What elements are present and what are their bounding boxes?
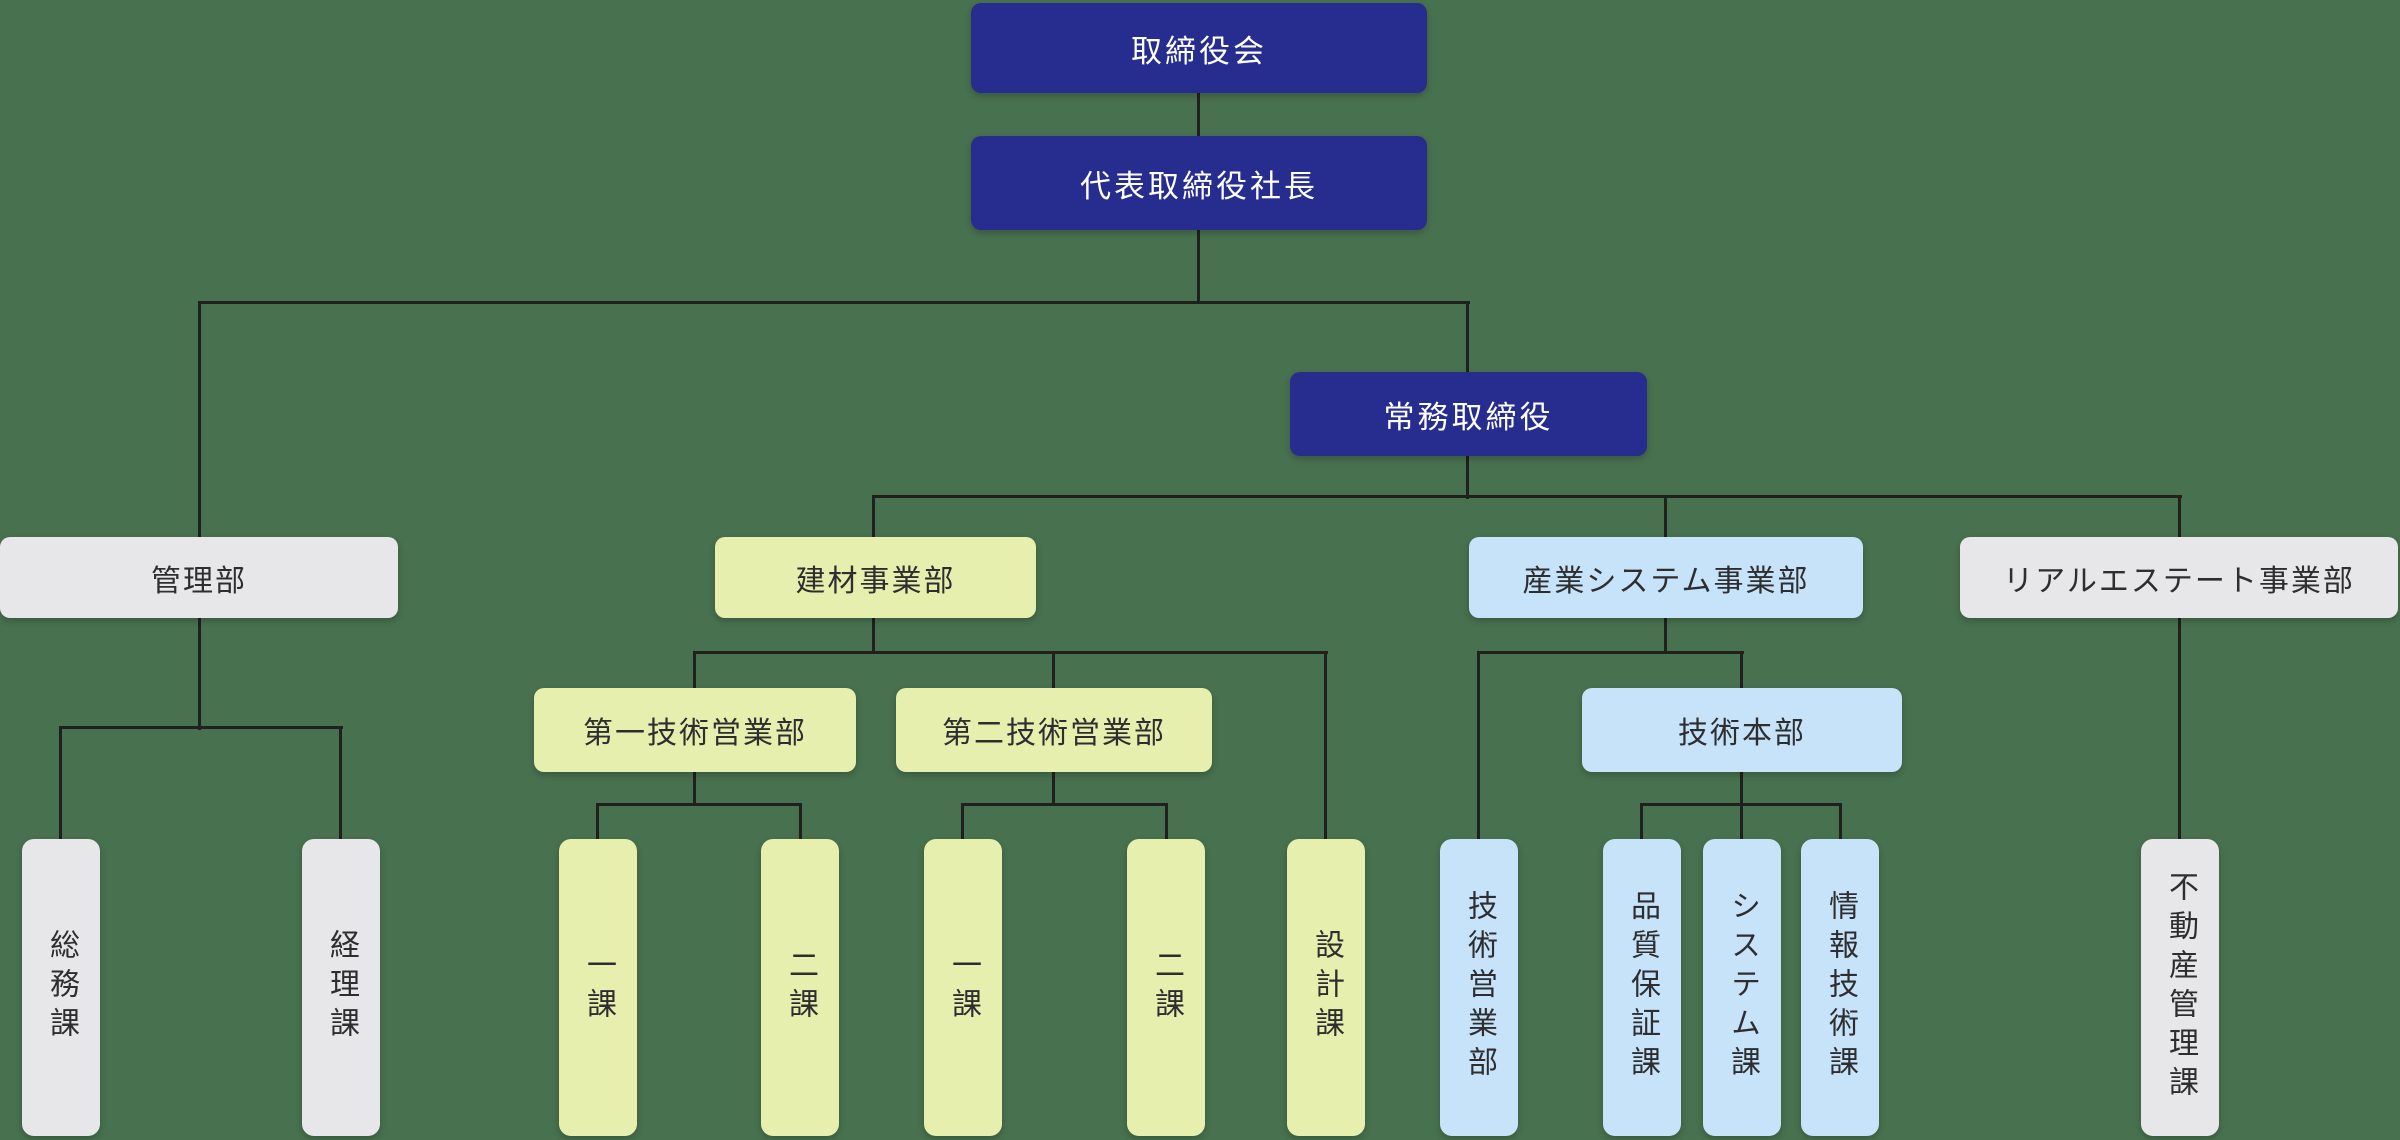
org-node-design-sec: 設計課 (1287, 839, 1365, 1136)
connector (1740, 772, 1743, 806)
org-node-admin-dept: 管理部 (0, 537, 398, 618)
org-node-accounting-sec: 経理課 (302, 839, 380, 1136)
org-node-first-dept-sec1: 一課 (559, 839, 637, 1136)
connector (872, 495, 875, 539)
org-node-design-sec-label: 設計課 (1310, 929, 1343, 1046)
org-node-qa-sec-label: 品質保証課 (1626, 890, 1659, 1085)
org-node-it-sec: 情報技術課 (1801, 839, 1879, 1136)
org-node-first-tech-sales-dept: 第一技術営業部 (534, 688, 856, 772)
connector (872, 618, 875, 654)
connector (1640, 803, 1643, 841)
connector (59, 726, 343, 729)
connector (1052, 651, 1055, 691)
org-node-first-dept-sec1-label: 一課 (582, 948, 615, 1027)
connector (1664, 618, 1667, 654)
org-node-managing-director: 常務取締役 (1290, 372, 1647, 456)
connector (596, 803, 599, 841)
org-node-accounting-sec-label: 経理課 (325, 929, 358, 1046)
org-node-property-mgmt-sec: 不動産管理課 (2141, 839, 2219, 1136)
org-node-board: 取締役会 (971, 3, 1427, 93)
org-node-real-estate-div-label: リアルエステート事業部 (2003, 564, 2355, 598)
org-node-president: 代表取締役社長 (971, 136, 1427, 230)
org-node-first-tech-sales-dept-label: 第一技術営業部 (583, 717, 807, 750)
connector (693, 651, 696, 691)
connector (1466, 301, 1469, 375)
org-node-industrial-systems-div: 産業システム事業部 (1469, 537, 1863, 618)
connector (1740, 651, 1743, 691)
org-node-general-affairs-sec: 総務課 (22, 839, 100, 1136)
org-node-tech-hq-label: 技術本部 (1678, 717, 1806, 750)
org-node-industrial-systems-div-label: 産業システム事業部 (1522, 564, 1810, 598)
connector (693, 772, 696, 806)
connector (1052, 772, 1055, 806)
connector (1839, 803, 1842, 841)
org-node-president-label: 代表取締役社長 (1080, 168, 1318, 204)
org-node-systems-sec-label: システム課 (1726, 890, 1759, 1085)
org-node-tech-hq: 技術本部 (1582, 688, 1902, 772)
connector (198, 618, 201, 730)
connector (1324, 651, 1327, 841)
connector (198, 301, 201, 537)
org-node-property-mgmt-sec-label: 不動産管理課 (2164, 870, 2197, 1105)
org-node-qa-sec: 品質保証課 (1603, 839, 1681, 1136)
connector (1466, 455, 1469, 499)
connector (1165, 803, 1168, 841)
org-node-first-dept-sec2-label: 二課 (784, 948, 817, 1027)
connector (961, 803, 964, 841)
connector (872, 495, 2182, 498)
org-node-real-estate-div: リアルエステート事業部 (1960, 537, 2398, 618)
connector (1477, 651, 1744, 654)
org-node-second-tech-sales-dept-label: 第二技術営業部 (942, 717, 1166, 750)
org-node-second-dept-sec1-label: 一課 (947, 948, 980, 1027)
org-node-second-dept-sec2-label: 二課 (1150, 948, 1183, 1027)
org-node-tech-sales-dept-label: 技術営業部 (1463, 890, 1496, 1085)
org-node-first-dept-sec2: 二課 (761, 839, 839, 1136)
org-node-admin-dept-label: 管理部 (151, 564, 247, 598)
org-node-board-label: 取締役会 (1131, 33, 1267, 69)
org-node-second-tech-sales-dept: 第二技術営業部 (896, 688, 1212, 772)
org-node-building-materials-div-label: 建材事業部 (795, 564, 956, 598)
connector (1740, 803, 1743, 841)
org-node-general-affairs-sec-label: 総務課 (45, 929, 78, 1046)
connector (1664, 495, 1667, 539)
connector (799, 803, 802, 841)
org-node-building-materials-div: 建材事業部 (715, 537, 1036, 618)
org-node-tech-sales-dept: 技術営業部 (1440, 839, 1518, 1136)
connector (596, 803, 802, 806)
org-node-systems-sec: システム課 (1703, 839, 1781, 1136)
org-node-second-dept-sec1: 一課 (924, 839, 1002, 1136)
connector (59, 726, 62, 841)
connector (2178, 495, 2181, 539)
connector (693, 651, 1328, 654)
connector (961, 803, 1168, 806)
connector (2178, 618, 2181, 840)
org-node-managing-director-label: 常務取締役 (1383, 399, 1554, 435)
connector (198, 301, 1470, 304)
connector (1477, 651, 1480, 841)
org-node-second-dept-sec2: 二課 (1127, 839, 1205, 1136)
connector (339, 726, 342, 841)
org-node-it-sec-label: 情報技術課 (1824, 890, 1857, 1085)
